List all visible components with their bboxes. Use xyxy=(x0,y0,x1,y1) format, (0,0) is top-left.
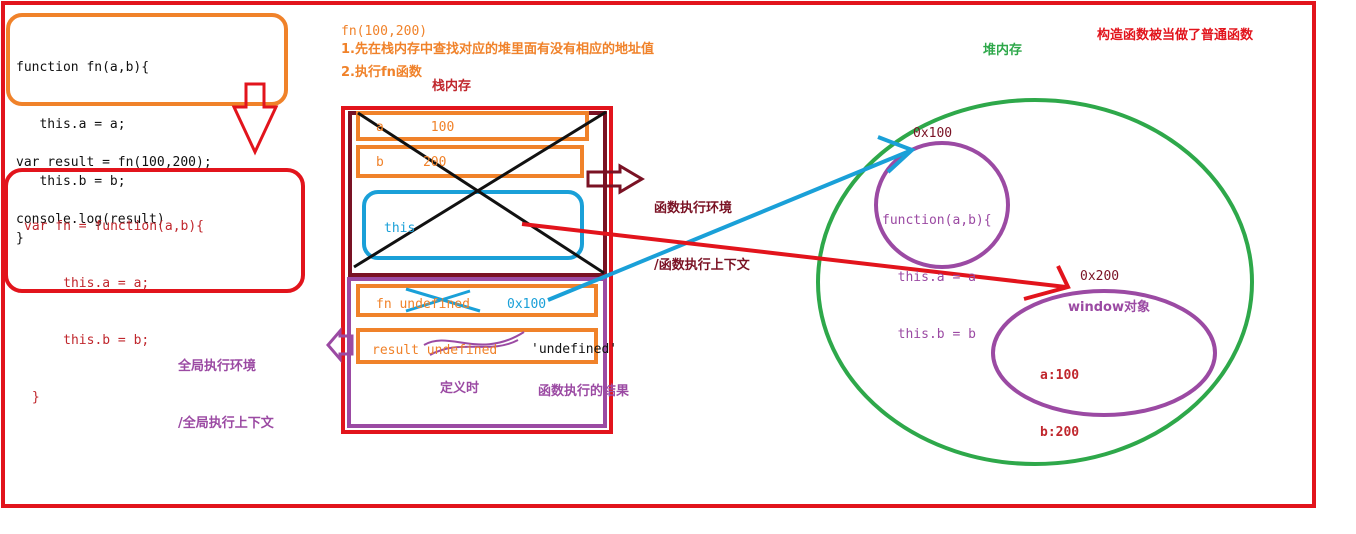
code-line: this.b = b xyxy=(882,327,976,342)
window-prop: b:200 xyxy=(1040,425,1080,440)
code-line: this.b = b; xyxy=(24,333,150,348)
outer-frame xyxy=(1,1,1316,508)
function-context-label-line: /函数执行上下文 xyxy=(654,258,750,273)
param-a-row xyxy=(356,111,589,141)
result-variable-text: result undefined xyxy=(372,343,498,358)
fn-undefined-strike-2 xyxy=(405,289,471,313)
code-line: var fn = function(a,b){ xyxy=(24,219,205,234)
heap-title: 堆内存 xyxy=(983,43,1023,58)
global-context-arrow-icon xyxy=(326,326,354,364)
global-context-label-line: /全局执行上下文 xyxy=(178,416,274,431)
fn-pointer-arrow xyxy=(547,148,913,302)
this-pointer-arrow xyxy=(521,222,1067,289)
code-line: this.a = a; xyxy=(24,276,150,291)
code-line: } xyxy=(16,231,24,246)
function-declaration-box xyxy=(6,13,288,106)
param-b-text: b 200 xyxy=(376,155,447,170)
function-expression-box xyxy=(4,168,305,293)
this-text: this xyxy=(384,221,416,236)
step2-note: 2.执行fn函数 xyxy=(341,65,422,80)
window-object-address: 0x200 xyxy=(1080,269,1120,284)
function-context-label: 函数执行环境 /函数执行上下文 xyxy=(654,161,750,294)
function-expression-code: var fn = function(a,b){ this.a = a; this… xyxy=(24,179,204,426)
down-arrow-icon xyxy=(231,82,279,156)
code-line: this.a = a xyxy=(882,270,976,285)
code-line: this.b = b; xyxy=(16,174,126,189)
fn-address-text: 0x100 xyxy=(507,297,547,312)
stack-memory-box xyxy=(341,106,613,434)
result-undefined-strike-2 xyxy=(429,339,519,356)
code-line: this.a = a; xyxy=(16,117,126,132)
function-object-code: function(a,b){ this.a = a this.b = b xyxy=(882,173,992,363)
destroyed-context-cross xyxy=(353,110,607,269)
result-value-text: 'undefined' xyxy=(531,342,618,357)
function-context-label-line: 函数执行环境 xyxy=(654,201,733,216)
global-context-label-line: 全局执行环境 xyxy=(178,359,257,374)
call-code: var result = fn(100,200); console.log(re… xyxy=(16,115,212,248)
code-line: console.log(result) xyxy=(16,212,165,227)
this-pointer-arrowhead xyxy=(1023,265,1071,301)
step1-note: 1.先在栈内存中查找对应的堆里面有没有相应的地址值 xyxy=(341,42,654,57)
call-note: fn(100,200) xyxy=(341,24,428,39)
code-line: function(a,b){ xyxy=(882,213,992,228)
result-variable-row xyxy=(356,328,598,364)
constructor-note: 构造函数被当做了普通函数 xyxy=(1097,28,1254,43)
result-undefined-strike xyxy=(423,331,525,346)
execution-result-label: 函数执行的结果 xyxy=(538,384,630,399)
function-context-arrow-icon xyxy=(586,163,645,195)
window-prop: a:100 xyxy=(1040,368,1080,383)
function-object-address: 0x100 xyxy=(913,126,953,141)
code-line: function fn(a,b){ xyxy=(16,60,150,75)
stack-title: 栈内存 xyxy=(432,79,472,94)
this-box xyxy=(362,190,584,260)
code-line: var result = fn(100,200); xyxy=(16,155,212,170)
window-object-props: a:100 b:200 xyxy=(1040,328,1079,461)
window-object-title: window对象 xyxy=(1068,300,1150,315)
function-declaration-code: function fn(a,b){ this.a = a; this.b = b… xyxy=(16,20,149,267)
define-time-label: 定义时 xyxy=(440,381,480,396)
fn-pointer-arrowhead xyxy=(877,135,916,174)
window-object-circle xyxy=(991,289,1217,417)
heap-memory-circle xyxy=(816,98,1254,466)
code-line: } xyxy=(24,390,40,405)
global-context-label: 全局执行环境 /全局执行上下文 xyxy=(178,319,274,452)
param-a-text: a 100 xyxy=(376,120,455,135)
function-object-circle xyxy=(874,141,1010,269)
destroyed-context-cross-2 xyxy=(357,111,605,275)
param-b-row xyxy=(356,145,584,178)
fn-variable-row xyxy=(356,284,598,317)
fn-variable-text: fn undefined xyxy=(376,297,470,312)
